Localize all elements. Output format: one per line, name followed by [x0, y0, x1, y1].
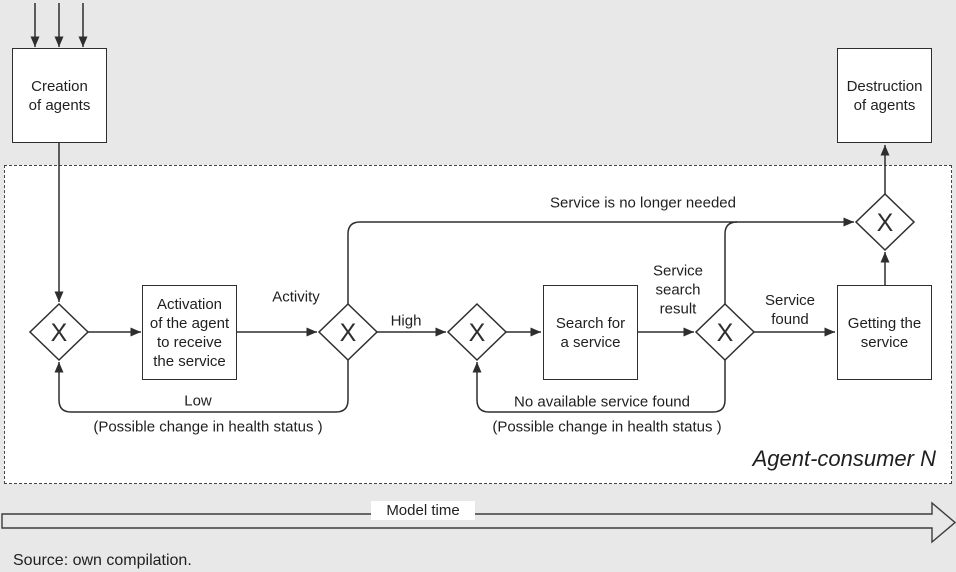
- agent-consumer-region-label: Agent-consumer N: [752, 446, 936, 471]
- getting-service-label: Getting the service: [847, 314, 922, 351]
- spawn-arrows: [30, 3, 88, 47]
- source-note: Source: own compilation.: [13, 552, 192, 569]
- label-service-search-result: Service search result: [652, 262, 704, 318]
- label-service-no-longer-needed: Service is no longer needed: [550, 194, 736, 212]
- label-no-available-service-found: No available service found: [514, 393, 690, 411]
- model-time-arrow: [1, 501, 956, 544]
- creation-of-agents-box: Creation of agents: [12, 48, 107, 143]
- creation-of-agents-label: Creation of agents: [28, 77, 91, 114]
- activation-label: Activation of the agent to receive the s…: [149, 295, 230, 370]
- search-service-box: Search for a service: [543, 285, 638, 380]
- activation-box: Activation of the agent to receive the s…: [142, 285, 237, 380]
- label-activity: Activity: [272, 288, 320, 306]
- destruction-of-agents-label: Destruction of agents: [846, 77, 923, 114]
- label-high: High: [390, 312, 422, 330]
- model-time-label: Model time: [371, 501, 475, 520]
- label-low: Low: [184, 392, 212, 410]
- label-service-found: Service found: [764, 292, 816, 328]
- search-service-label: Search for a service: [555, 314, 626, 351]
- destruction-of-agents-box: Destruction of agents: [837, 48, 932, 143]
- label-possible-change-health-search: (Possible change in health status ): [492, 418, 722, 436]
- label-possible-change-health-low: (Possible change in health status ): [93, 418, 323, 436]
- getting-service-box: Getting the service: [837, 285, 932, 380]
